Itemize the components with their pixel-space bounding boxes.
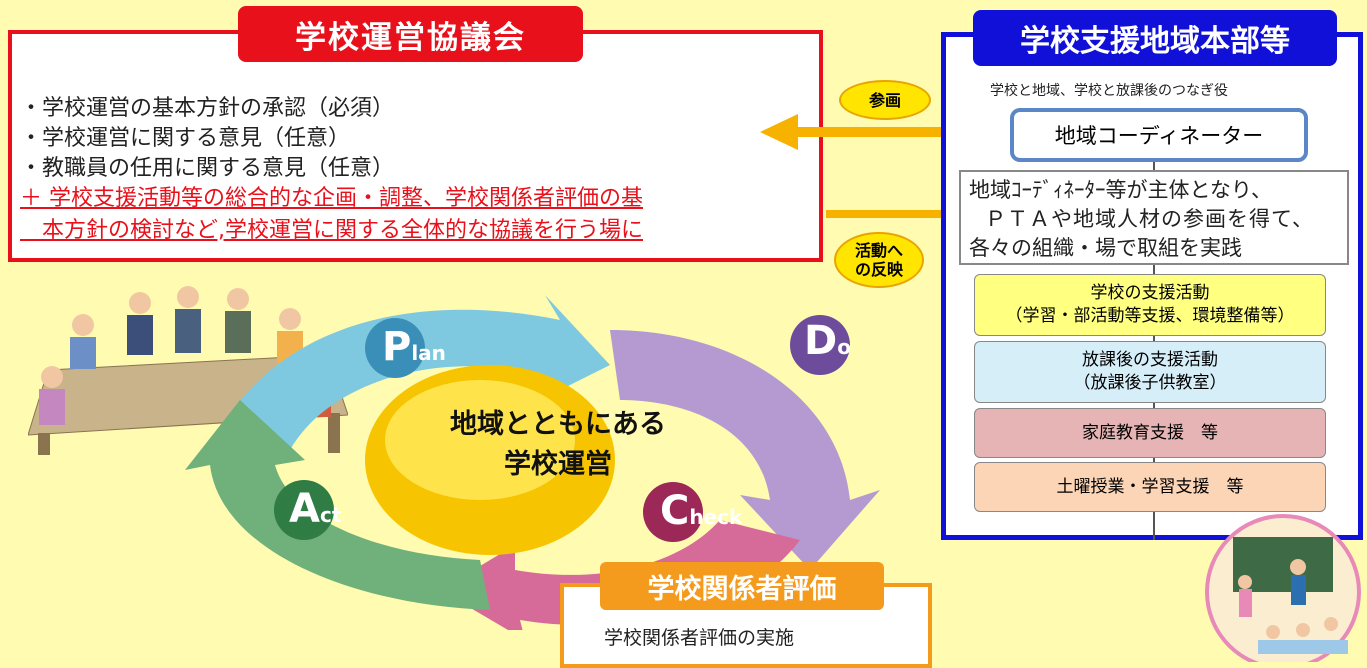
council-item: ・学校運営に関する意見（任意） [20, 126, 351, 151]
plan-arrow [220, 295, 610, 450]
participate-bubble: 参画 [839, 80, 931, 120]
act-arrow [185, 400, 490, 610]
reflect-arrow-shaft [826, 210, 976, 218]
act-label: Act [289, 486, 342, 532]
check-icon-circle [643, 482, 703, 542]
act-icon-circle [274, 480, 334, 540]
evaluation-text: 学校関係者評価の実施 [604, 627, 795, 649]
council-title: 学校運営協議会 [238, 6, 583, 62]
activity-after-school: 放課後の支援活動（放課後子供教室） [974, 341, 1326, 403]
cycle-center-text: 地域とともにある 学校運営 [450, 409, 666, 480]
hq-title: 学校支援地域本部等 [973, 10, 1337, 66]
council-item: ・教職員の任用に関する意見（任意） [20, 156, 395, 181]
pdca-cycle [185, 295, 880, 630]
evaluation-title: 学校関係者評価 [600, 562, 884, 610]
activity-school-support: 学校の支援活動（学習・部活動等支援、環境整備等） [974, 274, 1326, 336]
activity-home-education: 家庭教育支援 等 [974, 408, 1326, 458]
plan-icon-circle [365, 318, 425, 378]
reflect-bubble: 活動への反映 [834, 232, 924, 288]
do-label: Do [804, 318, 851, 364]
do-icon-circle [790, 315, 850, 375]
check-label: Check [660, 488, 743, 534]
council-item: ・学校運営の基本方針の承認（必須） [20, 96, 395, 121]
hq-subtitle: 学校と地域、学校と放課後のつなぎ役 [990, 83, 1228, 99]
plan-label: Plan [382, 324, 446, 370]
activity-saturday: 土曜授業・学習支援 等 [974, 462, 1326, 512]
center-highlight [385, 380, 575, 500]
do-arrow [610, 330, 880, 570]
participate-arrow-shaft [790, 127, 1010, 137]
participate-arrowhead [760, 114, 798, 150]
practice-box: 地域ｺｰﾃﾞｨﾈｰﾀｰ等が主体となり、 ＰＴＡや地域人材の参画を得て、 各々の組… [959, 170, 1349, 265]
classroom-illustration [1205, 514, 1361, 662]
council-addition: ＋ 学校支援活動等の総合的な企画・調整、学校関係者評価の基 [20, 186, 643, 211]
council-addition: 本方針の検討など,学校運営に関する全体的な協議を行う場に [20, 218, 643, 243]
coordinator-box: 地域コーディネーター [1010, 108, 1308, 162]
